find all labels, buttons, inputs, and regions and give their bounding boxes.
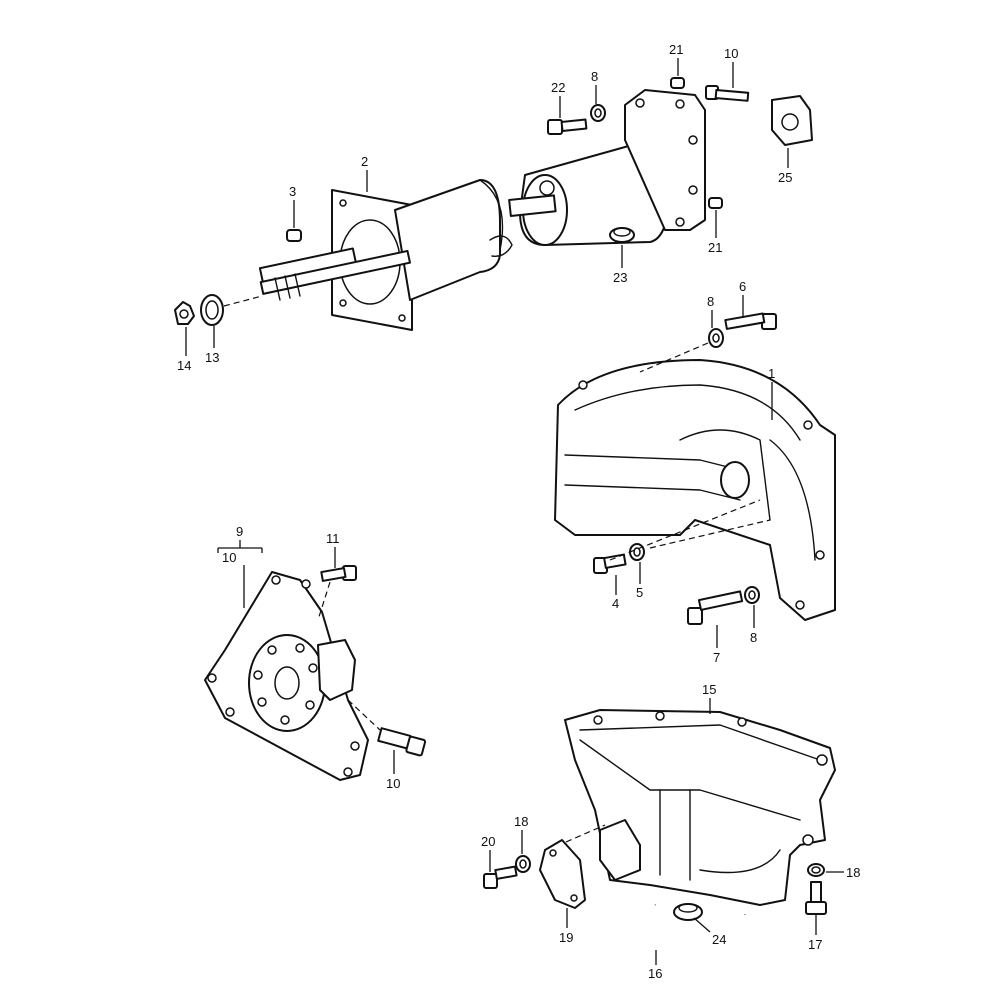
callout-24: 24 [712,932,726,947]
part-8-washer-low [744,586,760,604]
mount-flange [624,89,706,231]
callout-18-left: 18 [514,814,528,829]
part-25-clamp-block [771,95,813,146]
callout-25: 25 [778,170,792,185]
callout-9: 9 [236,524,243,539]
part-14-lock-washer [174,301,195,325]
callout-5: 5 [636,585,643,600]
callout-2: 2 [361,154,368,169]
part-20-bolt [483,865,518,889]
part-21-dowel-bottom [708,197,723,209]
part-2-intermediate-tube [331,179,513,331]
part-8-washer-mid [708,328,724,348]
callout-10-top: 10 [724,46,738,61]
oil-pan-body [564,709,836,906]
part-21-dowel-top [670,77,685,89]
part-7-bolt [687,590,744,625]
callout-labels: 2 3 13 14 22 8 21 10 25 21 23 6 8 1 4 5 … [177,42,860,981]
part-5-washer [629,543,645,561]
part-9-drive-plate [204,571,369,781]
part-17-bolt [805,881,827,915]
part-13-seal [200,294,224,326]
part-24-grommet [673,903,703,921]
callout-23: 23 [613,270,627,285]
part-10-bolt-lower [377,727,427,757]
callout-14: 14 [177,358,191,373]
part-4-bolt [593,553,627,574]
part-19-cover-plate [539,839,586,909]
callout-4: 4 [612,596,619,611]
callout-3: 3 [289,184,296,199]
callout-8-low: 8 [750,630,757,645]
callout-21-top: 21 [669,42,683,57]
callout-21-bottom: 21 [708,240,722,255]
callout-15: 15 [702,682,716,697]
part-11-bolt [320,565,357,582]
callout-6: 6 [739,279,746,294]
callout-20: 20 [481,834,495,849]
part-22-bolt [547,118,588,135]
callout-8-top: 8 [591,69,598,84]
callout-1: 1 [768,366,775,381]
callout-16: 16 [648,966,662,981]
part-18-washer-left [515,855,531,873]
callout-13: 13 [205,350,219,365]
callout-19: 19 [559,930,573,945]
callout-8-mid: 8 [707,294,714,309]
callout-10-bracket: 10 [222,550,236,565]
callout-18-right: 18 [846,865,860,880]
callout-10-lower: 10 [386,776,400,791]
part-1-bell-housing [554,359,836,621]
leader-lines [185,58,844,965]
callout-11: 11 [326,531,340,546]
transmission-support-tube [508,89,706,246]
part-6-bolt [724,312,777,330]
tube-body [394,179,501,301]
part-8-washer-top [590,104,606,122]
part-10-bolt-top [705,85,750,102]
callout-7: 7 [713,650,720,665]
callout-22: 22 [551,80,565,95]
part-3-dowel [286,229,302,242]
part-23-grommet [609,227,635,243]
part-15-oil-pan [564,709,836,906]
callout-17: 17 [808,937,822,952]
part-16-dipstick-tube [644,903,747,992]
input-shaft [258,247,411,301]
part-18-washer-right [807,863,825,877]
